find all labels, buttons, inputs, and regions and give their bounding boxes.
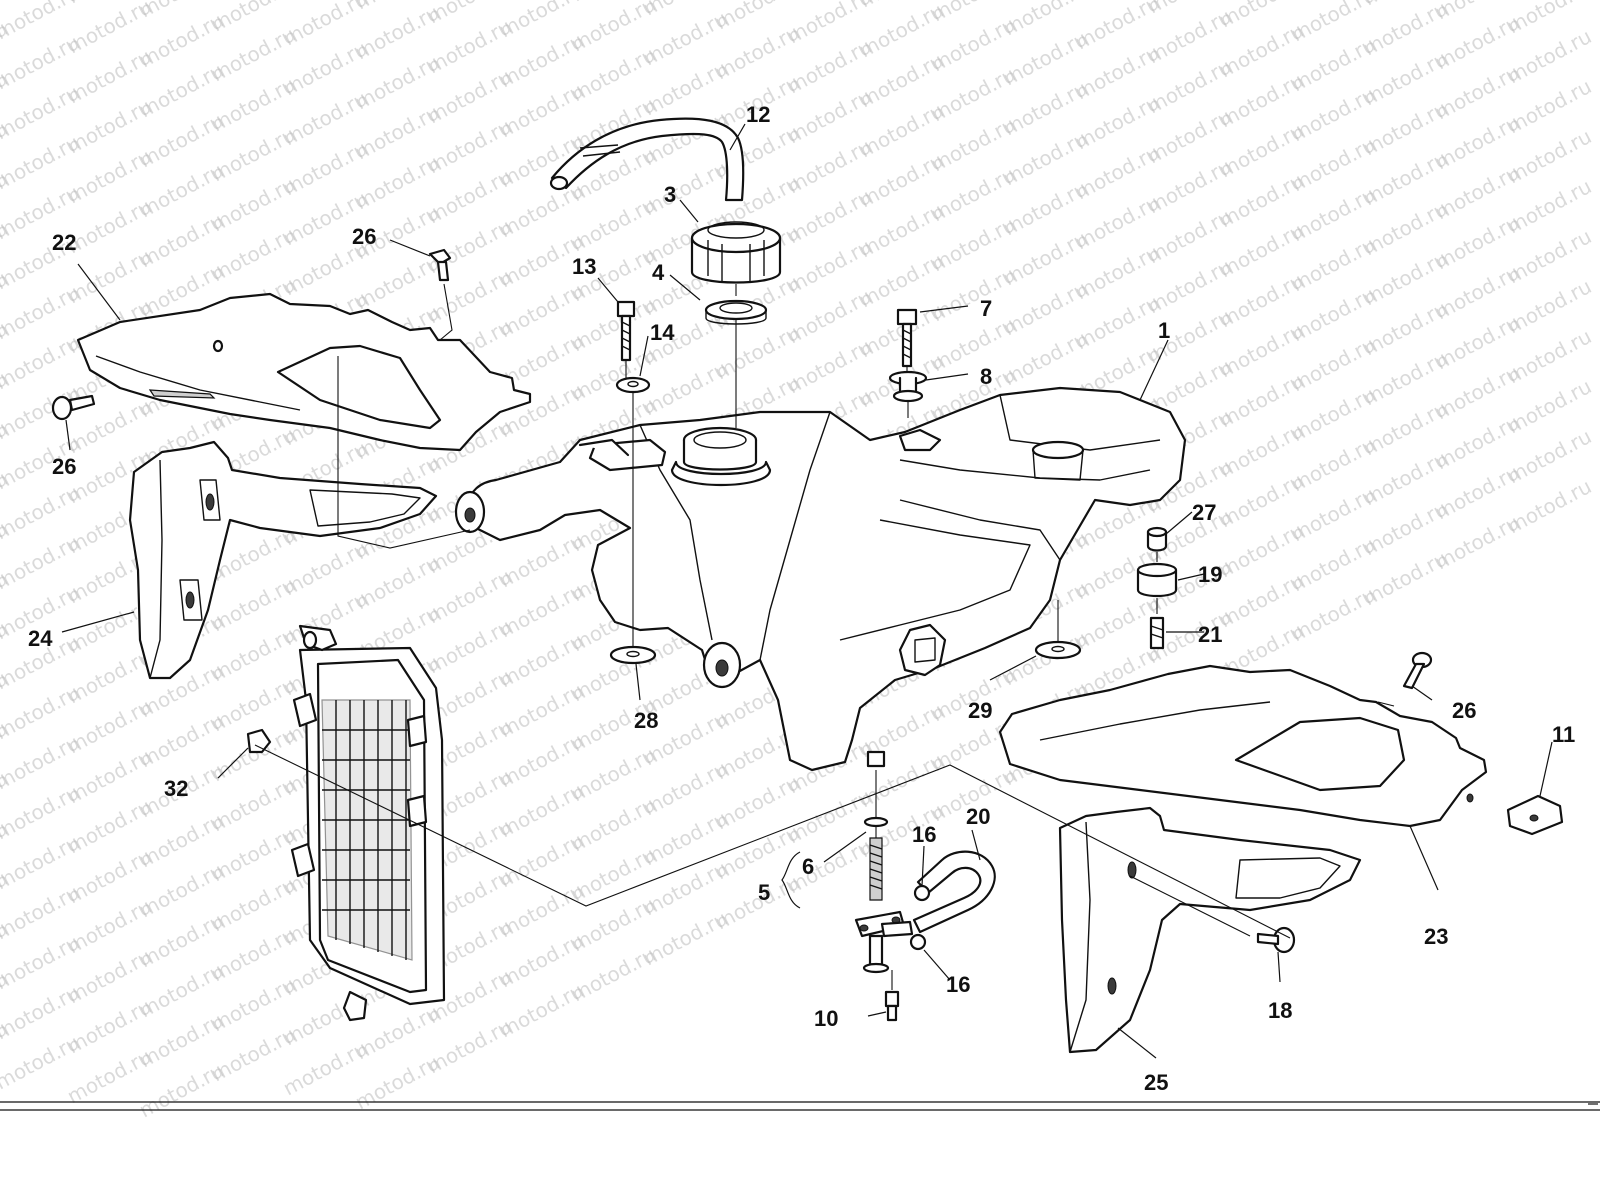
callout-labels: 1 3 4 5 6 7 8 10 11 12 13 14 16 16 18 19… bbox=[28, 102, 1575, 1095]
callout-32: 32 bbox=[164, 776, 188, 801]
callout-24: 24 bbox=[28, 626, 53, 651]
spacer-27 bbox=[1146, 526, 1168, 552]
screw-26-right bbox=[1402, 651, 1433, 690]
right-upper-shroud bbox=[998, 664, 1488, 828]
callout-12: 12 bbox=[746, 102, 770, 127]
bolt-7 bbox=[896, 308, 918, 368]
callout-29: 29 bbox=[968, 698, 992, 723]
callout-23: 23 bbox=[1424, 924, 1448, 949]
right-radiator-scoop bbox=[1058, 806, 1362, 1054]
callout-26c: 26 bbox=[1452, 698, 1476, 723]
callout-6: 6 bbox=[802, 854, 814, 879]
fuel-tank bbox=[454, 386, 1187, 772]
callout-11: 11 bbox=[1552, 722, 1575, 747]
rubber-mount-19 bbox=[1136, 562, 1178, 598]
callout-7: 7 bbox=[980, 296, 992, 321]
callout-16a: 16 bbox=[912, 822, 936, 847]
callout-1: 1 bbox=[1158, 318, 1170, 343]
left-upper-shroud bbox=[76, 292, 532, 452]
callout-28: 28 bbox=[634, 708, 658, 733]
vent-hose bbox=[549, 117, 745, 202]
callout-13: 13 bbox=[572, 254, 596, 279]
callout-10: 10 bbox=[814, 1006, 838, 1031]
callout-19: 19 bbox=[1198, 562, 1222, 587]
callout-20: 20 bbox=[966, 804, 990, 829]
assembly-axes bbox=[254, 283, 1395, 990]
callout-3: 3 bbox=[664, 182, 676, 207]
radiator bbox=[290, 624, 446, 1022]
left-radiator-scoop bbox=[128, 440, 438, 680]
washer-29 bbox=[1034, 640, 1082, 660]
callout-4: 4 bbox=[652, 260, 665, 285]
clip-32 bbox=[246, 728, 272, 754]
hose-clip-16 bbox=[909, 884, 931, 951]
clip-11 bbox=[1506, 794, 1564, 836]
rubber-damper-8 bbox=[888, 370, 928, 403]
callout-26b: 26 bbox=[52, 454, 76, 479]
callout-14: 14 bbox=[650, 320, 675, 345]
bolt-13 bbox=[616, 300, 636, 362]
screw-10 bbox=[884, 990, 900, 1022]
callout-18: 18 bbox=[1268, 998, 1292, 1023]
callout-16b: 16 bbox=[946, 972, 970, 997]
callout-26a: 26 bbox=[352, 224, 376, 249]
callout-8: 8 bbox=[980, 364, 992, 389]
filler-cap bbox=[690, 221, 782, 284]
callout-27: 27 bbox=[1192, 500, 1216, 525]
callout-22: 22 bbox=[52, 230, 76, 255]
washer-14 bbox=[615, 376, 651, 394]
fuel-tap bbox=[854, 816, 914, 974]
radiator-core bbox=[321, 699, 413, 961]
callout-25: 25 bbox=[1144, 1070, 1168, 1095]
screw-18 bbox=[1256, 926, 1296, 954]
callout-5: 5 bbox=[758, 880, 770, 905]
page-frame bbox=[0, 1101, 1600, 1111]
screw-26-top bbox=[428, 248, 452, 282]
bolt-21 bbox=[1149, 616, 1165, 650]
leader-lines bbox=[61, 123, 1553, 1059]
screw-26-left bbox=[51, 394, 96, 421]
callout-21: 21 bbox=[1198, 622, 1222, 647]
washer-28 bbox=[609, 645, 657, 665]
